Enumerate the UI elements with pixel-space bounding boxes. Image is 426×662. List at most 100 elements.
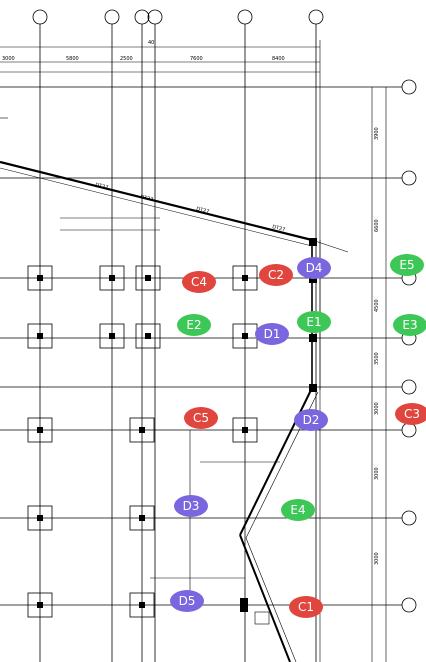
footing: [232, 417, 258, 443]
annotation-e2: E2: [177, 314, 211, 336]
top-dimension-lines: [0, 40, 321, 662]
annotation-c5: C5: [184, 407, 218, 429]
column: [240, 598, 248, 612]
footing: [135, 323, 161, 349]
vertical-grid-lines: [39, 24, 317, 662]
footing: [129, 592, 155, 618]
column: [139, 427, 145, 433]
column: [242, 333, 248, 339]
column: [309, 238, 317, 246]
axis-bubble: [401, 379, 417, 395]
dimension-text: 3000: [2, 56, 15, 62]
column: [139, 515, 145, 521]
annotation-label: E3: [402, 318, 417, 332]
axis-bubble: [401, 597, 417, 613]
column: [109, 333, 115, 339]
annotation-label: C2: [268, 268, 284, 282]
column: [37, 275, 43, 281]
column: [309, 334, 317, 342]
horizontal-grid-lines: [0, 86, 402, 606]
annotation-e5: E5: [390, 254, 424, 276]
beam-label: DT27: [95, 182, 109, 191]
axis-bubble: [401, 170, 417, 186]
annotation-d4: D4: [297, 257, 331, 279]
annotation-label: E1: [306, 315, 321, 329]
footing: [129, 417, 155, 443]
annotation-e4: E4: [281, 499, 315, 521]
column: [309, 275, 317, 283]
annotation-c4: C4: [182, 271, 216, 293]
annotation-label: D2: [303, 413, 320, 427]
axis-bubble: [237, 9, 253, 25]
axis-bubble: [104, 9, 120, 25]
axis-bubble: [401, 79, 417, 95]
footing: [135, 265, 161, 291]
overall-dimension: 40: [148, 40, 154, 46]
annotation-pill: [170, 590, 204, 612]
column: [37, 515, 43, 521]
annotation-pill: [297, 257, 331, 279]
footing: [99, 323, 125, 349]
annotation-pill: [174, 495, 208, 517]
annotation-d3: D3: [174, 495, 208, 517]
annotation-pill: [259, 264, 293, 286]
dimension-text: 4500: [374, 299, 380, 312]
annotation-label: C5: [193, 411, 209, 425]
right-dimension-lines: [371, 87, 387, 662]
annotation-label: D4: [306, 261, 323, 275]
footing: [27, 505, 53, 531]
annotation-e3: E3: [393, 314, 426, 336]
column: [309, 384, 317, 392]
annotation-label: E2: [186, 318, 201, 332]
column: [242, 275, 248, 281]
dimension-text: 8400: [272, 56, 285, 62]
column: [37, 427, 43, 433]
footing: [99, 265, 125, 291]
annotation-pill: [395, 403, 426, 425]
beam-label: DT27: [140, 194, 154, 203]
beam-label: DT27: [196, 206, 210, 215]
column: [37, 602, 43, 608]
annotation-d1: D1: [255, 323, 289, 345]
dimension-text: 3000: [374, 552, 380, 565]
axis-bubble: [401, 422, 417, 438]
detail-lines: [0, 117, 280, 625]
annotation-c3: C3: [395, 403, 426, 425]
annotation-label: D5: [179, 594, 196, 608]
annotation-pill: [289, 596, 323, 618]
axis-bubble: [134, 9, 150, 25]
footing: [27, 417, 53, 443]
column: [109, 275, 115, 281]
annotation-label: D1: [264, 327, 281, 341]
grid-x-dimension-texts: 3000 5800 2500 7600 8400: [2, 56, 285, 62]
annotation-d2: D2: [294, 409, 328, 431]
annotation-label: C4: [191, 275, 207, 289]
right-axis-bubbles: [401, 79, 417, 613]
annotation-pill: [281, 499, 315, 521]
annotation-pill: [184, 407, 218, 429]
footing: [27, 592, 53, 618]
footing: [129, 505, 155, 531]
column: [145, 333, 151, 339]
annotation-pill: [297, 311, 331, 333]
column: [242, 427, 248, 433]
annotation-label: D3: [183, 499, 200, 513]
annotation-pill: [390, 254, 424, 276]
right-dimension-texts: 3900 6600 4500 3500 3000 3000 3000: [374, 127, 380, 565]
annotation-pill: [294, 409, 328, 431]
dimension-text: 6600: [374, 219, 380, 232]
annotation-pill: [182, 271, 216, 293]
dimension-text: 7600: [190, 56, 203, 62]
annotation-pill: [177, 314, 211, 336]
annotation-c1: C1: [289, 596, 323, 618]
column: [139, 602, 145, 608]
dimension-text: 3500: [374, 352, 380, 365]
axis-bubble: [308, 9, 324, 25]
foundation-pads: [27, 265, 258, 618]
column: [37, 333, 43, 339]
column-marks: [37, 238, 317, 612]
dimension-text: 2500: [120, 56, 133, 62]
diagonal-beam: [0, 160, 349, 253]
annotation-d5: D5: [170, 590, 204, 612]
